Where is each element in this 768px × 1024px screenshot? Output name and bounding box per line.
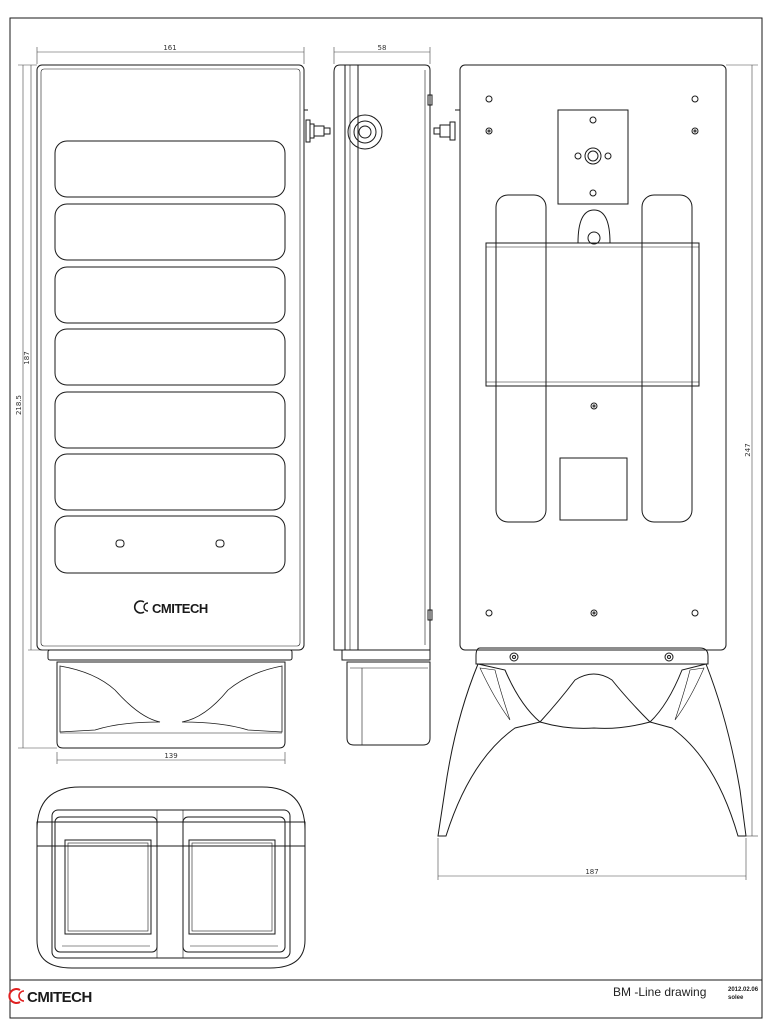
dim-back-height: 247 — [744, 443, 752, 456]
louver-sensor-window — [54, 515, 286, 574]
logo-mark-icon — [133, 600, 145, 614]
dim-front-height-total: 218.5 — [15, 395, 23, 415]
back-stand-right-leg — [649, 663, 747, 837]
front-housing — [36, 64, 305, 651]
brand-name: CMITECH — [27, 989, 92, 1006]
louver — [54, 328, 286, 386]
louver — [54, 140, 286, 198]
back-stand-center — [539, 673, 651, 729]
side-connector — [347, 114, 383, 150]
dim-base-width: 139 — [164, 752, 177, 760]
top-window-left — [64, 839, 152, 935]
top-view — [36, 786, 306, 969]
louver — [54, 266, 286, 324]
back-stand-left-leg — [437, 663, 542, 837]
louver — [54, 453, 286, 511]
drawing-date: 2012.02.06 — [728, 987, 759, 993]
side-stand — [346, 661, 431, 746]
drawing-author: solee — [728, 995, 744, 1001]
brand-mark-icon — [8, 988, 21, 1004]
back-view — [433, 64, 758, 880]
front-stand — [56, 661, 286, 749]
top-housing — [36, 786, 306, 969]
sheet-border — [9, 17, 763, 1019]
back-strap — [485, 242, 700, 387]
dim-back-base-width: 187 — [585, 868, 598, 876]
dim-front-width: 161 — [163, 44, 176, 52]
side-housing — [333, 64, 431, 651]
front-view — [18, 47, 331, 764]
mount-plate — [557, 109, 629, 205]
label-area — [559, 457, 628, 521]
back-housing — [459, 64, 727, 651]
louver — [54, 391, 286, 449]
dim-side-width: 58 — [378, 44, 387, 52]
dim-front-height-inner: 187 — [23, 351, 31, 364]
front-logo: CMITECH — [133, 600, 208, 616]
side-view — [333, 47, 433, 746]
title-block-logo: CMITECH — [8, 988, 92, 1006]
louver — [54, 203, 286, 261]
drawing-title: BM -Line drawing — [613, 985, 706, 999]
top-window-right — [188, 839, 276, 935]
front-logo-text: CMITECH — [152, 601, 208, 616]
